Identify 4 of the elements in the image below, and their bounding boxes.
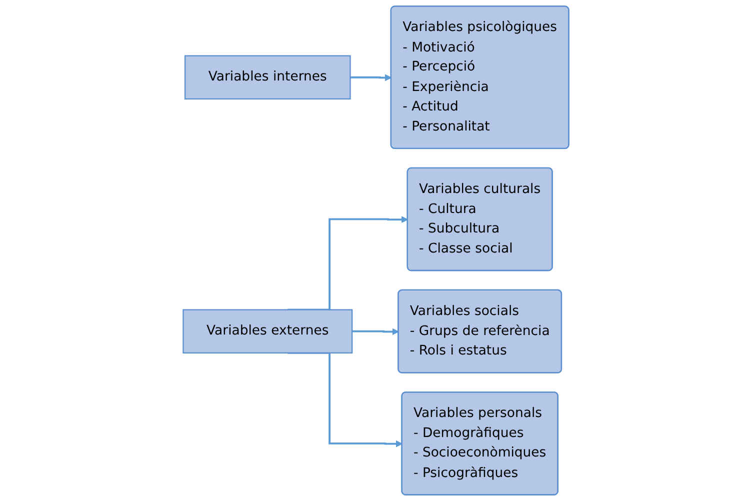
node-box: Variables externes [182,309,352,354]
arrow [350,74,392,82]
node-box: Variables internes [184,55,350,100]
arrow [352,328,398,336]
